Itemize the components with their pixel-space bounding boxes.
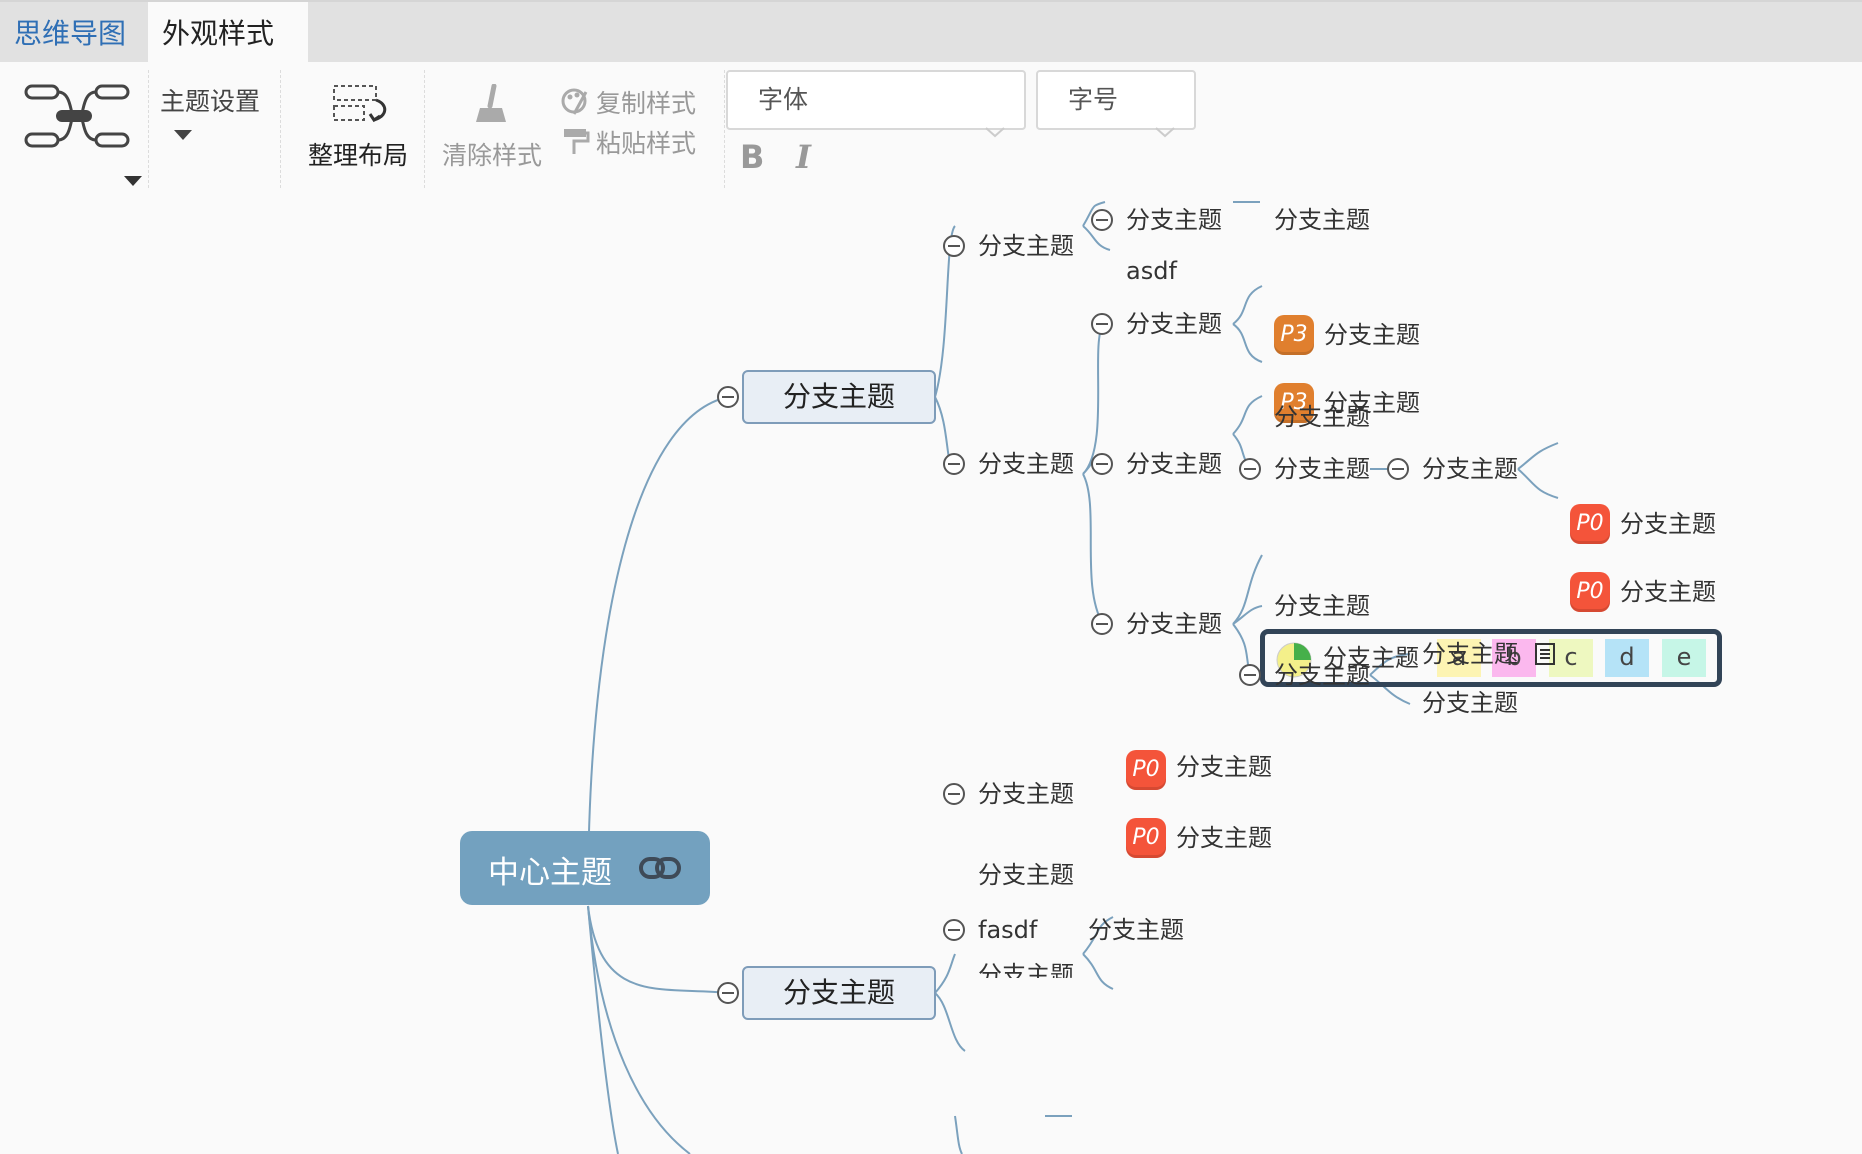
arrange-layout-label: 整理布局 — [308, 141, 409, 170]
clear-style-label: 清除样式 — [442, 141, 543, 170]
tag-b: b — [1492, 639, 1536, 677]
subtopic[interactable]: 分支主题 — [1620, 510, 1716, 538]
theme-settings-label: 主题设置 — [160, 87, 261, 116]
collapse-toggle[interactable] — [1091, 453, 1113, 475]
tab-mindmap[interactable]: 思维导图 — [14, 17, 127, 50]
tag-e: e — [1662, 639, 1706, 677]
chevron-down-icon — [985, 127, 1005, 138]
subtopic[interactable]: 分支主题 — [1274, 661, 1370, 689]
subtopic[interactable]: 分支主题 — [1422, 455, 1518, 483]
palette-icon — [561, 88, 588, 115]
subtopic[interactable]: 分支主题 — [1088, 916, 1184, 944]
subtopic[interactable]: asdf — [1126, 257, 1177, 285]
progress-pie-icon — [1276, 642, 1312, 678]
font-family-select[interactable]: 字体 — [726, 70, 1026, 130]
divider — [424, 70, 425, 188]
subtopic[interactable]: 分支主题 — [1176, 753, 1272, 781]
subtopic[interactable]: 分支主题 — [978, 861, 1074, 889]
main-branch-topic[interactable]: 分支主题 — [742, 370, 936, 424]
subtopic[interactable]: 分支主题 — [1620, 578, 1716, 606]
subtopic[interactable]: 分支主题 — [1422, 640, 1518, 668]
link-icon[interactable] — [638, 855, 682, 881]
theme-settings-button[interactable]: 主题设置 — [160, 82, 270, 152]
selected-topic[interactable]: 分支主题 a b c d e — [1260, 629, 1722, 687]
collapse-toggle[interactable] — [1239, 458, 1261, 480]
font-family-placeholder: 字体 — [758, 85, 809, 114]
center-topic-label: 中心主题 — [488, 855, 612, 891]
main-branch-label: 分支主题 — [782, 380, 895, 413]
brush-icon — [476, 84, 506, 122]
subtopic-label: 分支主题 — [1323, 644, 1419, 672]
chevron-down-icon — [174, 130, 192, 140]
mindmap-structure-button[interactable] — [16, 78, 146, 186]
paste-style-label: 粘贴样式 — [596, 129, 697, 158]
subtopic[interactable]: 分支主题 — [1274, 206, 1370, 234]
collapse-toggle[interactable] — [943, 235, 965, 257]
mindmap-structure-icon — [24, 84, 130, 148]
divider — [148, 70, 149, 188]
subtopic[interactable]: 分支主题 — [1324, 389, 1420, 417]
priority-p0-icon: P0 — [1570, 504, 1610, 544]
chevron-down-icon — [124, 176, 142, 186]
collapse-toggle[interactable] — [943, 783, 965, 805]
priority-p0-icon: P0 — [1126, 818, 1166, 858]
subtopic[interactable]: 分支主题 — [1274, 403, 1370, 431]
tag-a: a — [1437, 639, 1481, 677]
main-branch-topic[interactable]: 分支主题 — [742, 966, 936, 1020]
clear-style-button[interactable]: 清除样式 — [436, 78, 546, 178]
subtopic[interactable]: 分支主题 — [1324, 321, 1420, 349]
main-branch-label: 分支主题 — [782, 976, 895, 1009]
collapse-toggle[interactable] — [1091, 209, 1113, 231]
subtopic[interactable]: 分支主题 — [1126, 450, 1222, 478]
priority-p3-icon: P3 — [1274, 383, 1314, 423]
divider — [724, 70, 725, 188]
collapse-toggle[interactable] — [1091, 313, 1113, 335]
subtopic[interactable]: 分支主题 — [1126, 610, 1222, 638]
collapse-toggle[interactable] — [717, 386, 739, 408]
priority-p0-icon: P0 — [1126, 750, 1166, 790]
subtopic[interactable]: 分支主题 — [1126, 310, 1222, 338]
tag-d: d — [1605, 639, 1649, 677]
font-size-placeholder: 字号 — [1068, 85, 1119, 114]
copy-style-label: 复制样式 — [596, 89, 697, 118]
note-icon[interactable] — [1534, 642, 1556, 666]
subtopic[interactable]: 分支主题 — [978, 780, 1074, 808]
collapse-toggle[interactable] — [943, 453, 965, 475]
paint-roller-icon — [564, 129, 590, 154]
subtopic[interactable]: 分支主题 — [1176, 824, 1272, 852]
collapse-toggle[interactable] — [1091, 613, 1113, 635]
collapse-toggle[interactable] — [717, 982, 739, 1004]
subtopic[interactable]: 分支主题 — [1126, 206, 1222, 234]
tab-bar: 思维导图 外观样式 — [0, 0, 1862, 64]
subtopic[interactable]: 分支主题 — [1274, 592, 1370, 620]
collapse-toggle[interactable] — [1387, 458, 1409, 480]
arrange-layout-icon — [333, 85, 387, 123]
priority-p0-icon: P0 — [1570, 572, 1610, 612]
subtopic[interactable]: fasdf — [978, 916, 1038, 944]
paste-style-button[interactable]: 粘贴样式 — [560, 124, 700, 158]
subtopic[interactable]: 分支主题 — [978, 232, 1074, 260]
tag-c: c — [1549, 639, 1593, 677]
font-size-select[interactable]: 字号 — [1036, 70, 1196, 130]
ribbon-toolbar: 主题设置 整理布局 清除样式 复制样式 — [0, 62, 1862, 188]
arrange-layout-button[interactable]: 整理布局 — [300, 78, 410, 178]
subtopic[interactable]: 分支主题 — [978, 450, 1074, 478]
subtopic-partial[interactable]: 分支主题 — [978, 961, 1074, 989]
collapse-toggle[interactable] — [1239, 664, 1261, 686]
collapse-toggle[interactable] — [943, 919, 965, 941]
chevron-down-icon — [1155, 127, 1175, 138]
divider — [280, 70, 281, 188]
bold-button[interactable]: B — [740, 138, 765, 176]
priority-p3-icon: P3 — [1274, 315, 1314, 355]
tab-appearance[interactable]: 外观样式 — [148, 2, 308, 64]
subtopic[interactable]: 分支主题 — [1274, 455, 1370, 483]
mindmap-canvas[interactable]: 中心主题 分支主题 分支主题 分支主题 分支主题 分支主题 asdf 分支主题 … — [0, 186, 1862, 1154]
copy-style-button[interactable]: 复制样式 — [560, 84, 700, 118]
subtopic[interactable]: 分支主题 — [1422, 689, 1518, 717]
center-topic[interactable]: 中心主题 — [460, 831, 710, 905]
italic-button[interactable]: I — [796, 138, 811, 176]
